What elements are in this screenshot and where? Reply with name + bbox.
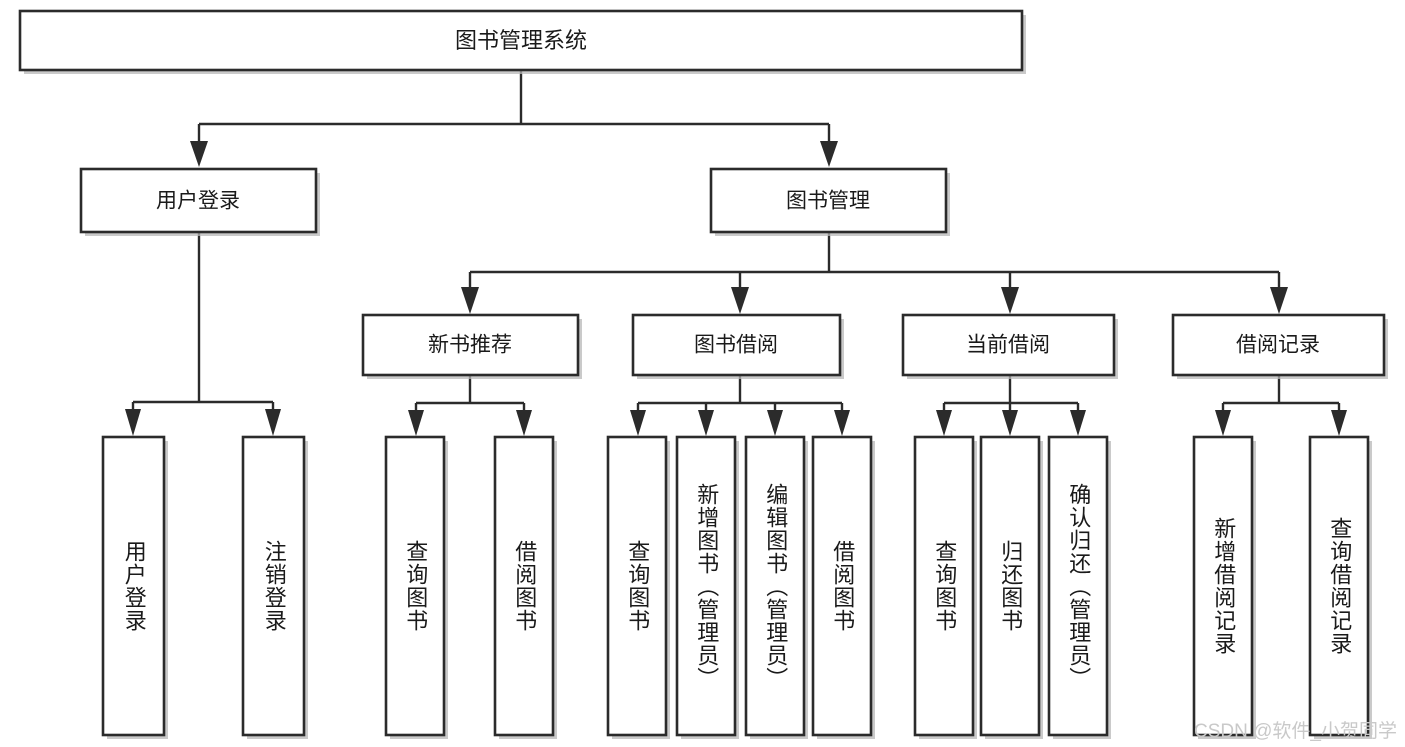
leaf-user-login-1-box[interactable]	[101, 435, 166, 737]
arrowhead-leaf-borrow-3	[767, 410, 783, 436]
node-user-login-box[interactable]	[79, 167, 318, 234]
leaf-current-borrow-2-box[interactable]	[979, 435, 1041, 737]
arrowhead-bookmgmt	[820, 141, 838, 167]
arrowhead-userlogin	[190, 141, 208, 167]
watermark-text: CSDN @软件_小贺同学	[1194, 721, 1397, 742]
leaf-user-login-2-box[interactable]	[241, 435, 306, 737]
node-root[interactable]: 图书管理系统	[18, 9, 1026, 74]
node-new-book-recommend-label: 新书推荐	[428, 334, 512, 357]
node-user-login-label: 用户登录	[156, 190, 240, 213]
node-book-management-box[interactable]	[709, 167, 948, 234]
arrowhead-leaf-current-3	[1070, 410, 1086, 436]
arrowhead-leaf-newbook-1	[408, 410, 424, 436]
node-book-borrow[interactable]: 图书借阅	[631, 313, 844, 379]
node-current-borrow-box[interactable]	[901, 313, 1116, 377]
leaf-borrow-record-group	[1192, 435, 1372, 739]
leaf-book-borrow-2-box[interactable]	[675, 435, 737, 737]
node-book-management-label: 图书管理	[786, 190, 870, 213]
node-user-login[interactable]: 用户登录	[79, 167, 320, 236]
arrowhead-currentborrow	[1001, 287, 1019, 314]
leaf-current-borrow-3-box[interactable]	[1047, 435, 1109, 737]
node-borrow-record-box[interactable]	[1171, 313, 1386, 377]
leaf-current-borrow-1-box[interactable]	[913, 435, 975, 737]
leaf-user-login-group	[101, 435, 308, 739]
arrowhead-leaf-record-1	[1215, 410, 1231, 436]
arrowhead-leaf-user-2	[265, 409, 281, 436]
arrowhead-leaf-borrow-4	[834, 410, 850, 436]
arrowhead-leaf-record-2	[1331, 410, 1347, 436]
arrowhead-leaf-borrow-1	[630, 410, 646, 436]
node-root-box[interactable]	[18, 9, 1024, 72]
node-book-borrow-box[interactable]	[631, 313, 842, 377]
leaf-borrow-record-1-box[interactable]	[1192, 435, 1254, 737]
node-new-book-recommend-box[interactable]	[361, 313, 580, 377]
node-book-management[interactable]: 图书管理	[709, 167, 950, 236]
node-new-book-recommend[interactable]: 新书推荐	[361, 313, 582, 379]
leaf-book-borrow-1-box[interactable]	[606, 435, 668, 737]
leaf-new-book-group	[384, 435, 557, 739]
arrowhead-leaf-current-1	[936, 410, 952, 436]
node-borrow-record[interactable]: 借阅记录	[1171, 313, 1388, 379]
arrowhead-bookborrow	[731, 287, 749, 314]
leaf-new-book-1-box[interactable]	[384, 435, 446, 737]
node-root-label: 图书管理系统	[455, 28, 587, 53]
leaf-book-borrow-3-box[interactable]	[744, 435, 806, 737]
leaf-book-borrow-group	[606, 435, 875, 739]
arrowhead-borrowrecord	[1270, 287, 1288, 314]
arrowhead-leaf-current-2	[1002, 410, 1018, 436]
arrowhead-leaf-newbook-2	[516, 410, 532, 436]
node-borrow-record-label: 借阅记录	[1236, 334, 1320, 357]
arrowhead-leaf-user-1	[125, 409, 141, 436]
arrowhead-newbook	[461, 287, 479, 314]
node-book-borrow-label: 图书借阅	[694, 334, 778, 357]
leaf-book-borrow-4-box[interactable]	[811, 435, 873, 737]
leaf-current-borrow-group	[913, 435, 1111, 739]
arrowhead-leaf-borrow-2	[698, 410, 714, 436]
node-current-borrow[interactable]: 当前借阅	[901, 313, 1118, 379]
leaf-new-book-2-box[interactable]	[493, 435, 555, 737]
connector-group	[125, 70, 1347, 436]
leaf-borrow-record-2-box[interactable]	[1308, 435, 1370, 737]
node-current-borrow-label: 当前借阅	[966, 334, 1050, 357]
